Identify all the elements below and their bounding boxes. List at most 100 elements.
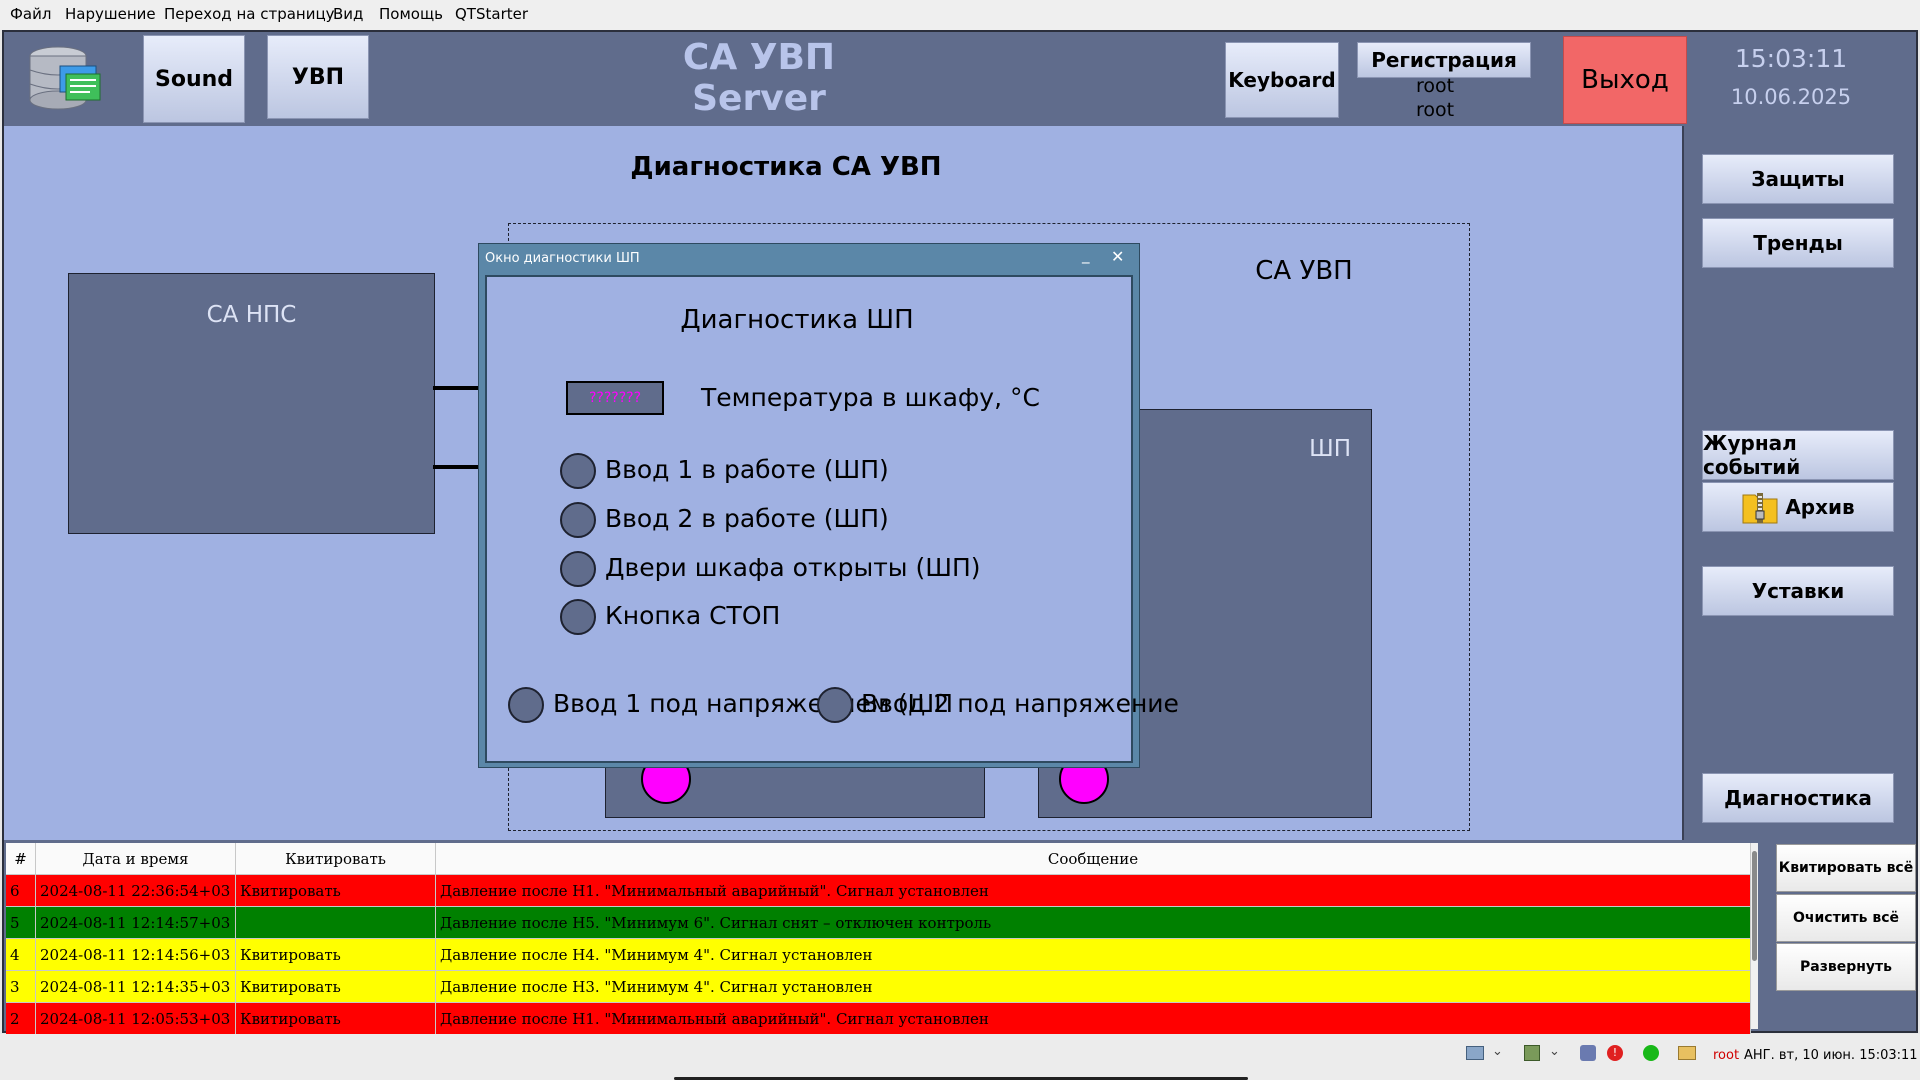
cell-datetime: 2024-08-11 12:05:53+03 xyxy=(36,1003,236,1035)
input2-led xyxy=(560,502,596,538)
cell-number: 3 xyxy=(6,971,36,1003)
stop-button-led xyxy=(560,599,596,635)
app-tray-icon[interactable] xyxy=(1580,1045,1596,1061)
dialog-body: Диагностика ШП ??????? Температура в шка… xyxy=(485,275,1179,763)
trends-button[interactable]: Тренды xyxy=(1702,218,1894,268)
header: Sound УВП СА УВП Server Keyboard Регистр… xyxy=(4,32,1916,126)
diagnostics-button[interactable]: Диагностика xyxy=(1702,773,1894,823)
menubar: Файл Нарушение Переход на страницу Вид П… xyxy=(0,0,1920,30)
temperature-value: ??????? xyxy=(566,381,664,415)
sa-nps-label: СА НПС xyxy=(206,302,297,328)
menu-goto-page[interactable]: Переход на страницу xyxy=(164,5,335,23)
connection-line xyxy=(433,386,481,390)
event-log-button[interactable]: Журнал событий xyxy=(1702,430,1894,480)
cell-ack[interactable]: Квитировать xyxy=(236,875,436,907)
cell-message: Давление после Н1. "Минимальный аварийны… xyxy=(436,875,1751,907)
ack-all-button[interactable]: Квитировать всё xyxy=(1776,844,1916,892)
menu-violation[interactable]: Нарушение xyxy=(65,5,156,23)
dialog-titlebar[interactable]: Окно диагностики ШП _ ✕ xyxy=(478,243,1140,273)
taskbar: ⌄ ⌄ ! root АНГ. вт, 10 июн. 15:03:11 xyxy=(0,1034,1920,1080)
expand-button[interactable]: Развернуть xyxy=(1776,943,1916,991)
voltage2-label: Ввод 2 под напряжение xyxy=(861,689,1179,718)
cell-number: 2 xyxy=(6,1003,36,1035)
input1-label: Ввод 1 в работе (ШП) xyxy=(605,455,889,484)
clear-all-button[interactable]: Очистить всё xyxy=(1776,894,1916,942)
register-button[interactable]: Регистрация xyxy=(1357,42,1531,78)
taskbar-handle xyxy=(674,1077,1248,1080)
voltage-row: Ввод 1 под напряжением (ШП Ввод 2 под на… xyxy=(487,677,1179,737)
cell-message: Давление после Н4. "Минимум 4". Сигнал у… xyxy=(436,939,1751,971)
input1-led xyxy=(560,453,596,489)
voltage2-led xyxy=(817,687,853,723)
alert-icon[interactable]: ! xyxy=(1607,1045,1623,1061)
cell-message: Давление после Н3. "Минимум 4". Сигнал у… xyxy=(436,971,1751,1003)
connection-line xyxy=(433,465,481,469)
cell-datetime: 2024-08-11 12:14:56+03 xyxy=(36,939,236,971)
cell-message: Давление после Н1. "Минимальный аварийны… xyxy=(436,1003,1751,1035)
cell-ack[interactable] xyxy=(236,907,436,939)
sound-button[interactable]: Sound xyxy=(143,35,245,123)
user-name: root xyxy=(1415,75,1455,97)
chevron-down-icon[interactable]: ⌄ xyxy=(1549,1044,1560,1059)
taskbar-user: root xyxy=(1713,1048,1740,1063)
uvp-button[interactable]: УВП xyxy=(267,35,369,119)
app-title: СА УВП xyxy=(682,37,836,78)
cell-datetime: 2024-08-11 12:14:35+03 xyxy=(36,971,236,1003)
dialog-heading: Диагностика ШП xyxy=(680,305,914,335)
user-role: root xyxy=(1415,99,1455,121)
sa-nps-block: СА НПС xyxy=(68,273,435,534)
cell-datetime: 2024-08-11 22:36:54+03 xyxy=(36,875,236,907)
archive-label: Архив xyxy=(1785,495,1855,519)
cell-ack[interactable]: Квитировать xyxy=(236,939,436,971)
stop-button-label: Кнопка СТОП xyxy=(605,601,781,630)
shp-label: ШП xyxy=(1309,436,1351,462)
menu-help[interactable]: Помощь xyxy=(379,5,443,23)
sa-uvp-label: СА УВП xyxy=(1255,256,1353,286)
keyboard-button[interactable]: Keyboard xyxy=(1225,42,1339,118)
close-icon[interactable]: ✕ xyxy=(1111,247,1125,266)
network-icon[interactable] xyxy=(1524,1045,1540,1061)
menu-file[interactable]: Файл xyxy=(10,5,52,23)
settings-button[interactable]: Уставки xyxy=(1702,566,1894,616)
scrollbar[interactable] xyxy=(1751,843,1758,1029)
scrollbar-thumb[interactable] xyxy=(1752,851,1757,961)
voltage1-label: Ввод 1 под напряжением (ШП xyxy=(553,689,954,718)
cell-ack[interactable]: Квитировать xyxy=(236,1003,436,1035)
folder-icon[interactable] xyxy=(1678,1046,1696,1060)
archive-folder-icon xyxy=(1741,489,1779,525)
menu-view[interactable]: Вид xyxy=(333,5,364,23)
col-header-number[interactable]: # xyxy=(6,843,36,875)
app-subtitle: Server xyxy=(692,78,826,119)
col-header-datetime[interactable]: Дата и время xyxy=(36,843,236,875)
chevron-down-icon[interactable]: ⌄ xyxy=(1492,1044,1503,1059)
dialog-title: Окно диагностики ШП xyxy=(485,251,640,266)
database-icon xyxy=(26,44,106,114)
cell-number: 4 xyxy=(6,939,36,971)
input2-label: Ввод 2 в работе (ШП) xyxy=(605,504,889,533)
exit-button[interactable]: Выход xyxy=(1563,36,1687,124)
archive-button[interactable]: Архив xyxy=(1702,482,1894,532)
cell-number: 6 xyxy=(6,875,36,907)
cell-ack[interactable]: Квитировать xyxy=(236,971,436,1003)
menu-qtstarter[interactable]: QTStarter xyxy=(455,5,529,23)
status-ok-icon[interactable] xyxy=(1643,1045,1659,1061)
protections-button[interactable]: Защиты xyxy=(1702,154,1894,204)
page-title: Диагностика СА УВП xyxy=(630,152,942,182)
voltage1-led xyxy=(508,687,544,723)
doors-led xyxy=(560,551,596,587)
printer-icon[interactable] xyxy=(1466,1046,1484,1060)
temperature-label: Температура в шкафу, °C xyxy=(701,383,1040,412)
clock-time: 15:03:11 xyxy=(1734,44,1848,73)
cell-datetime: 2024-08-11 12:14:57+03 xyxy=(36,907,236,939)
minimize-icon[interactable]: _ xyxy=(1082,246,1090,264)
doors-label: Двери шкафа открыты (ШП) xyxy=(605,553,981,582)
col-header-message[interactable]: Сообщение xyxy=(436,843,1751,875)
col-header-ack[interactable]: Квитировать xyxy=(236,843,436,875)
clock-date: 10.06.2025 xyxy=(1730,85,1852,109)
